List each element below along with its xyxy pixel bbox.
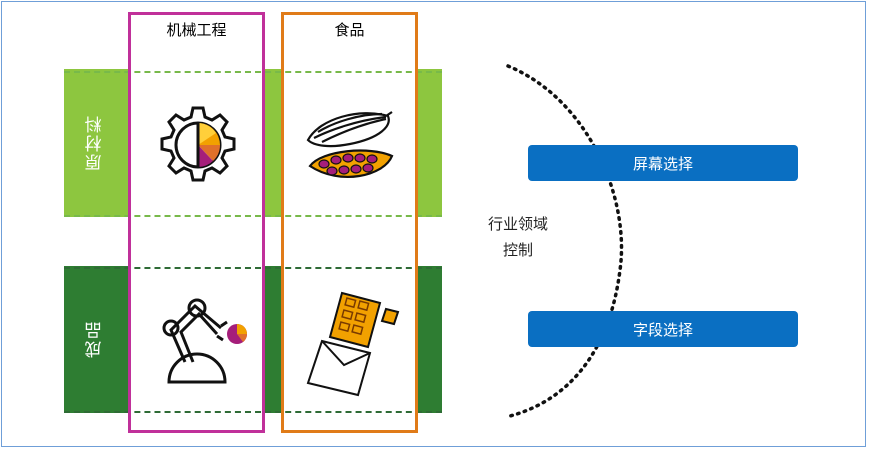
mechanical-column-fill bbox=[131, 15, 262, 430]
finished-band-top-dash bbox=[64, 267, 442, 269]
robot-arm-icon bbox=[162, 298, 247, 384]
field-selection-button[interactable]: 字段选择 bbox=[528, 311, 798, 347]
mechanical-column[interactable] bbox=[128, 12, 265, 433]
raw-band-top-dash bbox=[64, 71, 442, 73]
industry-control-line1: 行业领域 bbox=[487, 215, 548, 233]
gear-pie-icon bbox=[160, 106, 236, 182]
raw-material-label: 原材料 bbox=[85, 114, 106, 172]
mechanical-column-title: 机械工程 bbox=[166, 21, 227, 39]
finished-product-label: 成品 bbox=[85, 320, 106, 359]
food-column[interactable] bbox=[281, 12, 418, 433]
dotted-arc bbox=[506, 64, 624, 418]
cocoa-pod-icon bbox=[306, 111, 394, 178]
chocolate-bar-icon bbox=[306, 291, 400, 397]
industry-control-line2: 控制 bbox=[502, 241, 533, 259]
industry-control-label: 行业领域 控制 bbox=[468, 211, 568, 263]
screen-selection-button[interactable]: 屏幕选择 bbox=[528, 145, 798, 181]
food-column-title: 食品 bbox=[334, 21, 365, 39]
raw-band-bottom-dash bbox=[64, 215, 442, 217]
finished-band-bottom-dash bbox=[64, 411, 442, 413]
